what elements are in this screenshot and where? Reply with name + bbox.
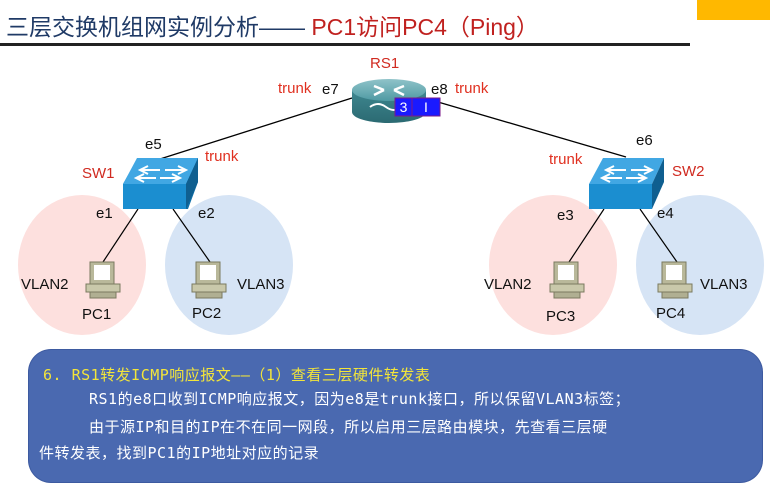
pc4-label: PC4 xyxy=(656,305,686,322)
vlan2-zone-right xyxy=(489,195,617,335)
pc3-vlan-label: VLAN2 xyxy=(484,276,532,293)
explanation-line-2: 由于源IP和目的IP在不在同一网段，所以启用三层路由模块，先查看三层硬 xyxy=(89,418,608,436)
link-sw1-pc1 xyxy=(102,208,139,263)
e8-mode-label: trunk xyxy=(455,80,489,97)
pc1-icon[interactable] xyxy=(85,261,121,299)
pc4-vlan-label: VLAN3 xyxy=(700,276,748,293)
title-highlight: PC1访问PC4（Ping） xyxy=(305,14,539,40)
pc4-icon[interactable] xyxy=(657,261,693,299)
switch-sw2-icon[interactable] xyxy=(589,158,664,209)
sw2-uplink-mode-label: trunk xyxy=(549,151,583,168)
pc2-icon[interactable] xyxy=(191,261,227,299)
e4-port-label: e4 xyxy=(657,205,674,222)
e5-port-label: e5 xyxy=(145,136,162,153)
badge-left: 3 xyxy=(400,99,408,115)
pc3-label: PC3 xyxy=(546,308,576,325)
link-sw2-pc4 xyxy=(639,208,678,263)
explanation-line-3: 件转发表，找到PC1的IP地址对应的记录 xyxy=(39,444,320,462)
title-main: 三层交换机组网实例分析—— xyxy=(6,14,305,40)
sw1-label: SW1 xyxy=(82,165,115,182)
slide-title: 三层交换机组网实例分析—— PC1访问PC4（Ping） xyxy=(6,8,539,42)
switch-sw1-icon[interactable] xyxy=(123,158,198,209)
pc1-label: PC1 xyxy=(82,306,112,323)
explanation-line-1: RS1的e8口收到ICMP响应报文，因为e8是trunk接口，所以保留VLAN3… xyxy=(89,390,631,408)
explanation-box: 6. RS1转发ICMP响应报文——（1）查看三层硬件转发表 RS1的e8口收到… xyxy=(29,350,762,482)
title-divider xyxy=(0,43,690,46)
link-rs1-sw2 xyxy=(437,101,627,158)
step-heading: 6. RS1转发ICMP响应报文——（1）查看三层硬件转发表 xyxy=(43,366,431,384)
link-rs1-sw1 xyxy=(159,97,353,160)
pc2-vlan-label: VLAN3 xyxy=(237,276,285,293)
link-sw1-pc2 xyxy=(172,208,211,263)
vlan3-zone-left xyxy=(165,195,293,335)
router-label: RS1 xyxy=(370,55,400,72)
sw2-label: SW2 xyxy=(672,163,705,180)
e7-mode-label: trunk xyxy=(278,80,312,97)
vlan2-zone-left xyxy=(18,195,146,335)
e2-port-label: e2 xyxy=(198,205,215,222)
badge-right: I xyxy=(424,99,428,115)
network-diagram: 3 I xyxy=(18,79,764,335)
router-status-badge: 3 I xyxy=(394,97,441,117)
e6-port-label: e6 xyxy=(636,132,653,149)
e8-port-label: e8 xyxy=(431,81,448,98)
pc3-icon[interactable] xyxy=(549,261,585,299)
vlan3-zone-right xyxy=(636,195,764,335)
e7-port-label: e7 xyxy=(322,81,339,98)
e1-port-label: e1 xyxy=(96,205,113,222)
e3-port-label: e3 xyxy=(557,207,574,224)
sw1-uplink-mode-label: trunk xyxy=(205,148,239,165)
link-sw2-pc3 xyxy=(568,208,605,263)
accent-corner-block xyxy=(697,0,770,20)
pc1-vlan-label: VLAN2 xyxy=(21,276,69,293)
pc2-label: PC2 xyxy=(192,305,222,322)
